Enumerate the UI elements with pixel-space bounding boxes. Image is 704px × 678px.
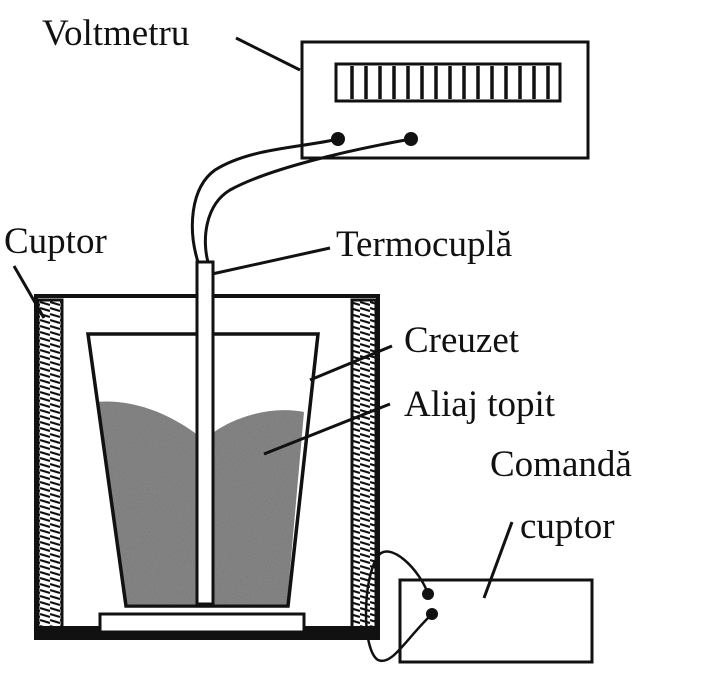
label-furnace: Cuptor bbox=[4, 221, 107, 262]
leader-molten-alloy bbox=[263, 402, 391, 456]
furnace-control-cable bbox=[364, 550, 433, 663]
thermocouple-wires bbox=[190, 137, 412, 263]
label-thermocouple: Termocuplă bbox=[336, 224, 512, 265]
leader-furnace bbox=[12, 265, 46, 319]
leader-thermocouple bbox=[211, 246, 331, 276]
furnace-heating-coil-left bbox=[36, 298, 64, 634]
furnace-heating-coil-right bbox=[350, 298, 378, 634]
thermocouple-probe bbox=[195, 260, 215, 606]
label-furnace-control-line2: cuptor bbox=[520, 506, 615, 547]
leader-voltmeter bbox=[235, 36, 301, 72]
voltmeter-body bbox=[300, 40, 590, 160]
voltmeter bbox=[300, 40, 590, 160]
furnace-control-box bbox=[398, 578, 594, 664]
label-crucible: Creuzet bbox=[404, 320, 520, 361]
furnace-control-unit bbox=[364, 550, 594, 664]
voltmeter-display bbox=[334, 62, 562, 103]
leader-crucible bbox=[309, 344, 393, 382]
label-molten-alloy: Aliaj topit bbox=[404, 384, 556, 425]
voltmeter-display-segments bbox=[350, 66, 550, 99]
label-furnace-control-line1: Comandă bbox=[490, 444, 632, 485]
crucible-wall bbox=[85, 332, 320, 608]
leader-furnace-control bbox=[482, 521, 514, 599]
crucible-base-plate bbox=[98, 612, 306, 634]
leader-lines bbox=[12, 36, 514, 599]
label-voltmeter: Voltmetru bbox=[42, 13, 189, 54]
